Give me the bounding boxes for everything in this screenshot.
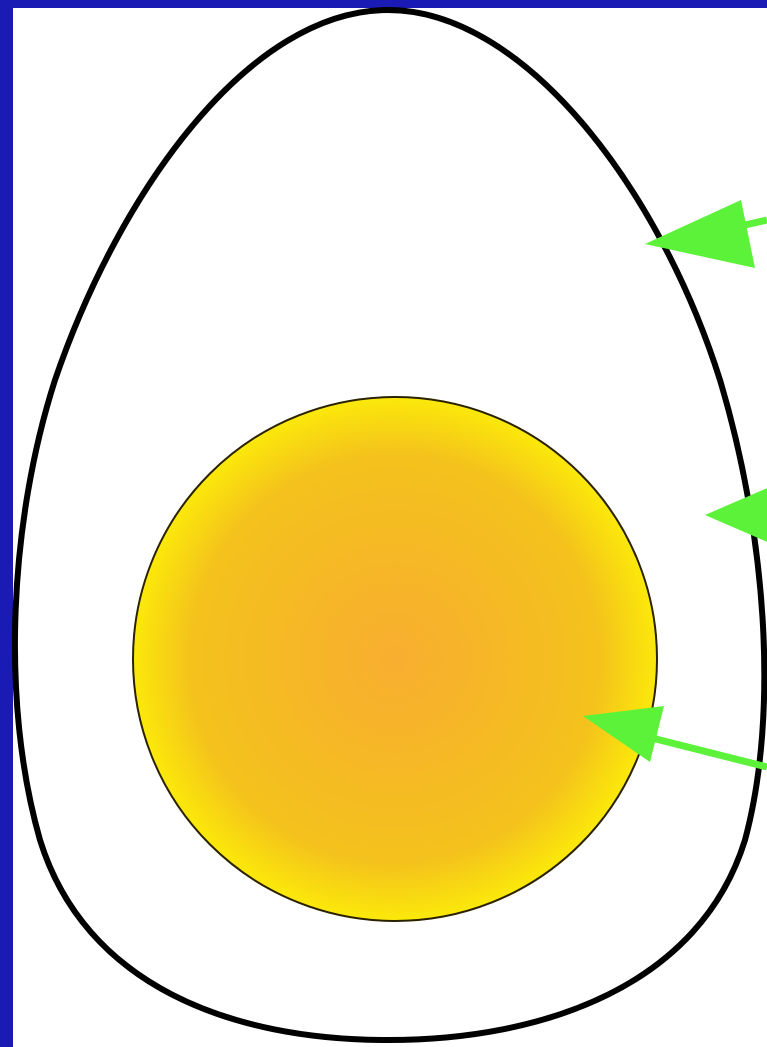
egg-yolk-circle	[133, 397, 657, 921]
